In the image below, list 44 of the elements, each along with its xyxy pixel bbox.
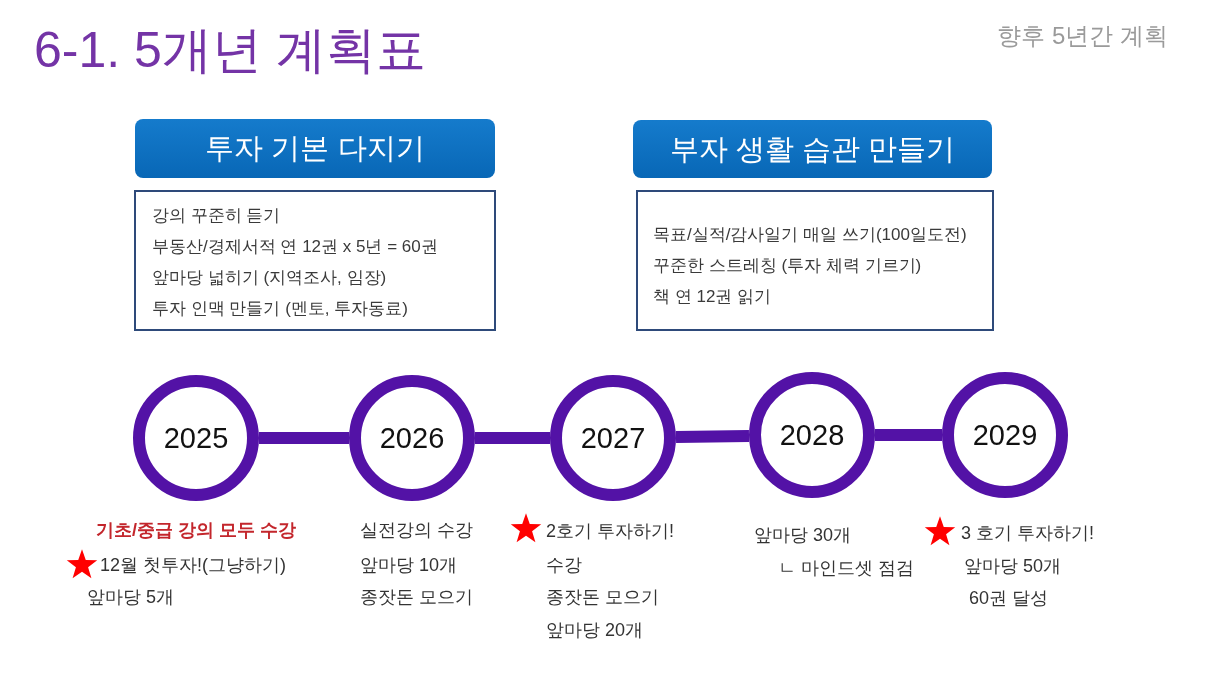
connector-line: [875, 429, 942, 441]
timeline-note: 앞마당 30개: [754, 524, 852, 547]
connector-line: [259, 432, 349, 444]
year-label: 2027: [580, 420, 646, 456]
goal-item: 투자 인맥 만들기 (멘토, 투자동료): [152, 298, 408, 320]
year-circle: [550, 375, 676, 501]
year-label: 2029: [972, 417, 1038, 453]
timeline-note: 기초/중급 강의 모두 수강: [96, 519, 296, 542]
timeline-note: 앞마당 10개: [360, 554, 458, 577]
year-label: 2025: [163, 420, 229, 456]
header-band: [135, 119, 495, 178]
header-title: 부자 생활 습관 만들기: [669, 131, 956, 167]
goal-item: 강의 꾸준히 듣기: [152, 205, 281, 227]
timeline-note: 앞마당 50개: [964, 555, 1062, 578]
year-label: 2028: [779, 417, 845, 453]
timeline-note: 수강: [546, 554, 582, 577]
year-label: 2026: [379, 420, 445, 456]
connector-line: [475, 432, 550, 444]
connector-line: [675, 429, 750, 444]
year-circle: [749, 372, 875, 498]
goal-item: 목표/실적/감사일기 매일 쓰기(100일도전): [653, 224, 967, 246]
goal-item: 꾸준한 스트레칭 (투자 체력 기르기): [653, 255, 922, 277]
timeline-note: 앞마당 20개: [546, 619, 644, 642]
year-circle: [349, 375, 475, 501]
subtitle: 향후 5년간 계획: [997, 22, 1168, 51]
timeline-note: 앞마당 5개: [87, 586, 174, 609]
header-title: 투자 기본 다지기: [205, 131, 425, 166]
goal-item: 앞마당 넓히기 (지역조사, 임장): [152, 267, 387, 289]
goal-box: [134, 190, 496, 331]
header-band: [633, 120, 992, 178]
timeline-note: ㄴ 마인드셋 점검: [778, 557, 914, 580]
year-circle: [133, 375, 259, 501]
timeline-note: 종잣돈 모으기: [360, 586, 473, 609]
goal-box: [636, 190, 994, 331]
year-circle: [942, 372, 1068, 498]
goal-item: 책 연 12권 읽기: [653, 286, 772, 308]
page-title: 6-1. 5개년 계획표: [34, 21, 426, 80]
timeline-note: 실전강의 수강: [360, 519, 473, 542]
timeline-note: 종잣돈 모으기: [546, 586, 659, 609]
timeline-note: 12월 첫투자!(그냥하기): [100, 554, 286, 577]
timeline-note: 60권 달성: [969, 587, 1049, 610]
timeline-note: 3 호기 투자하기!: [961, 522, 1094, 545]
timeline-note: 2호기 투자하기!: [546, 520, 674, 543]
goal-item: 부동산/경제서적 연 12권 x 5년 = 60권: [152, 236, 438, 258]
